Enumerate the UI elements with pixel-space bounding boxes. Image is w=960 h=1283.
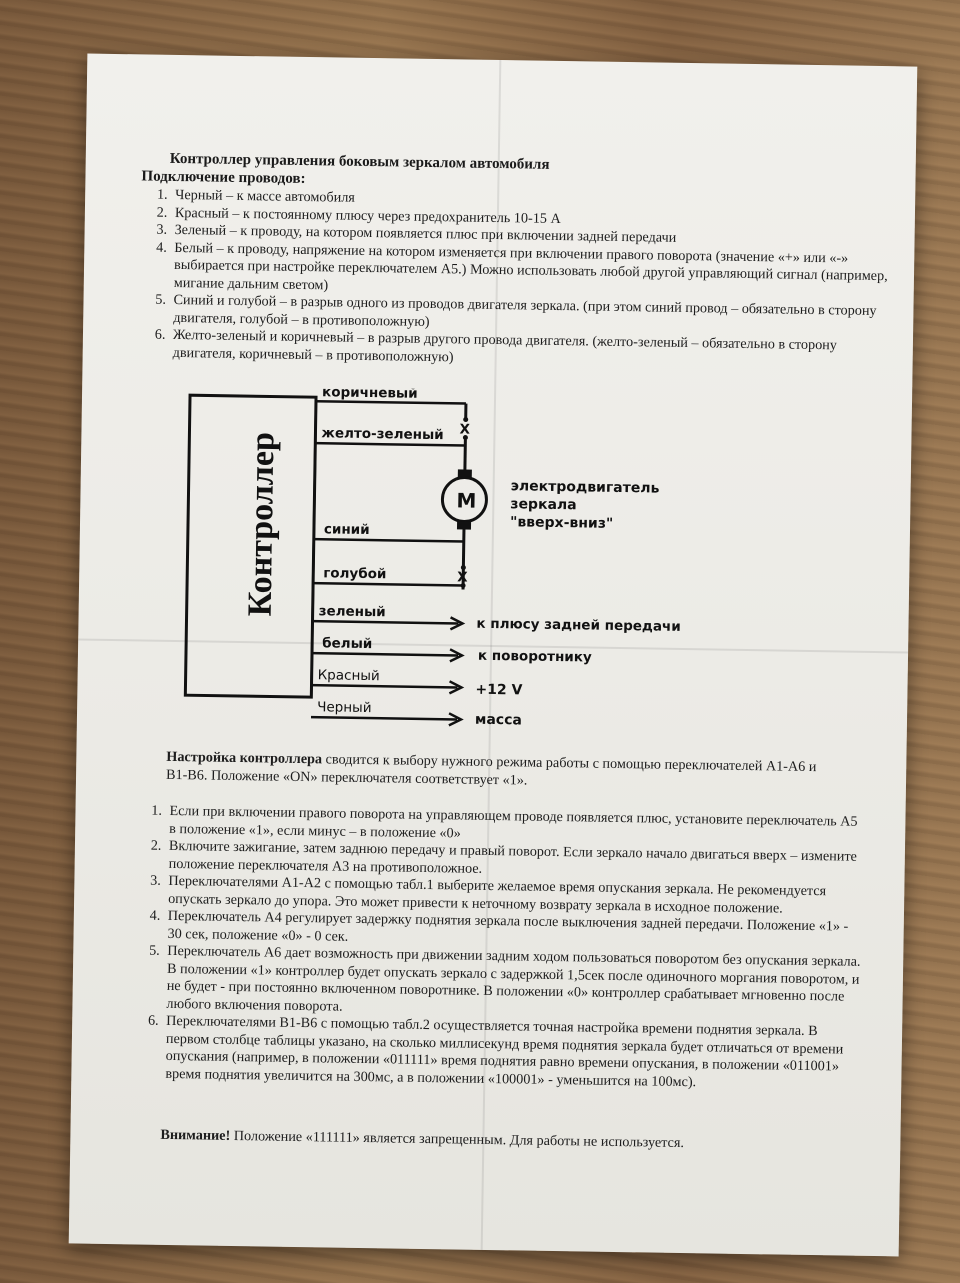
wire-red	[311, 683, 458, 689]
wiring-diagram: Контроллер коричневый желто-зеленый X M …	[183, 385, 681, 729]
motor-label-1: электродвигатель	[511, 478, 660, 496]
target-white: к поворотнику	[478, 648, 592, 666]
wire-green	[312, 619, 459, 625]
target-red: +12 V	[475, 682, 522, 699]
wire-label-blue: синий	[324, 521, 370, 538]
wire-yellow-green	[315, 441, 466, 447]
wire-blue	[313, 537, 464, 543]
motor-letter: M	[456, 488, 476, 512]
wire-brown	[315, 399, 466, 405]
cut-mark-2: X	[457, 569, 468, 585]
wiring-list: Черный – к массе автомобиля Красный – к …	[139, 186, 892, 373]
target-green: к плюсу задней передачи	[476, 616, 680, 635]
settings-intro: Настройка контроллера сводится к выбору …	[166, 748, 826, 794]
wire-label-white: белый	[322, 635, 372, 652]
warning-text: Положение «111111» является запрещенным.…	[230, 1127, 685, 1152]
wire-light-blue	[313, 581, 464, 587]
settings-intro-bold: Настройка контроллера	[166, 748, 323, 768]
list-item: Переключателями В1-В6 с помощью табл.2 о…	[161, 1013, 862, 1094]
controller-label: Контроллер	[242, 432, 282, 617]
target-black: масса	[475, 712, 522, 729]
wire-white	[311, 651, 459, 657]
wire-label-yellow-green: желто-зеленый	[321, 425, 443, 443]
wire-label-red: Красный	[318, 667, 380, 684]
warning-bold: Внимание!	[160, 1126, 231, 1144]
motor-label-3: "вверх-вниз"	[510, 514, 613, 532]
motor-label-2: зеркала	[510, 496, 577, 513]
settings-steps: Если при включении правого поворота на у…	[127, 802, 865, 1093]
cut-mark: X	[459, 421, 470, 437]
document-sheet: Контроллер управления боковым зеркалом а…	[68, 53, 918, 1257]
wiring-heading: Подключение проводов:	[141, 168, 306, 187]
wire-label-brown: коричневый	[322, 385, 418, 402]
wire-black	[310, 715, 458, 721]
wire-label-black: Черный	[317, 699, 372, 716]
wire-label-green: зеленый	[319, 603, 386, 620]
wire-label-light-blue: голубой	[323, 565, 386, 582]
list-item: Переключатель А6 дает возможность при дв…	[162, 943, 863, 1024]
warning-note: Внимание! Положение «111111» является за…	[160, 1127, 820, 1154]
